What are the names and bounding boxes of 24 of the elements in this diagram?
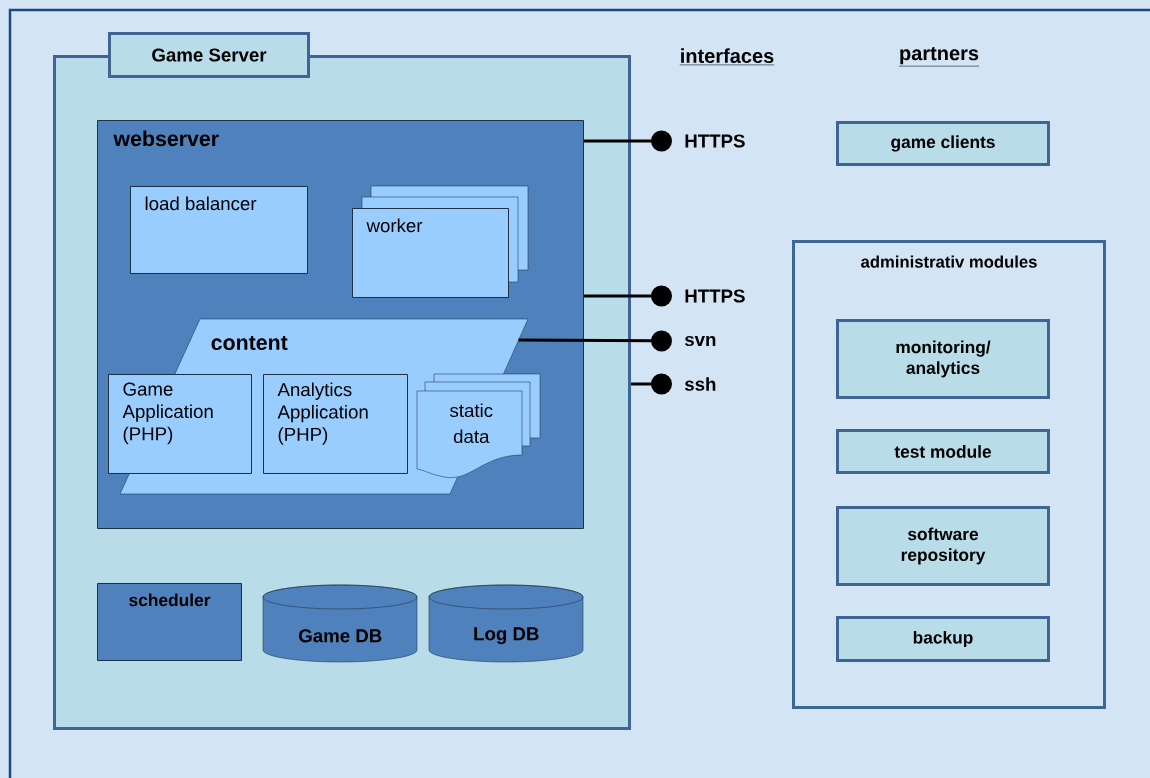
connector xyxy=(518,330,672,352)
application-box: Game Application (PHP) xyxy=(108,374,252,474)
module-box: backup xyxy=(836,616,1050,662)
interface-label: HTTPS xyxy=(685,134,745,148)
component-box: load balancer xyxy=(130,186,308,274)
database-cylinder: Game DB xyxy=(262,584,418,663)
module-box: software repository xyxy=(836,506,1050,586)
connector xyxy=(584,130,672,152)
module-box: monitoring/ analytics xyxy=(836,319,1050,399)
module-box: test module xyxy=(836,429,1050,474)
component-box: scheduler xyxy=(97,583,242,661)
column-heading: partners xyxy=(898,47,980,67)
document-stack: static data xyxy=(416,373,541,478)
column-heading: interfaces xyxy=(679,48,775,66)
interface-label: HTTPS xyxy=(685,289,745,303)
connector xyxy=(631,373,672,395)
application-box: Analytics Application (PHP) xyxy=(263,374,408,474)
partner-box: game clients xyxy=(836,121,1050,166)
connector xyxy=(584,285,672,307)
database-cylinder: Log DB xyxy=(428,584,584,663)
stacked-boxes: worker xyxy=(352,185,529,298)
interface-label: svn xyxy=(684,335,716,347)
title-tab: Game Server xyxy=(108,32,310,78)
interface-label: ssh xyxy=(684,377,716,391)
